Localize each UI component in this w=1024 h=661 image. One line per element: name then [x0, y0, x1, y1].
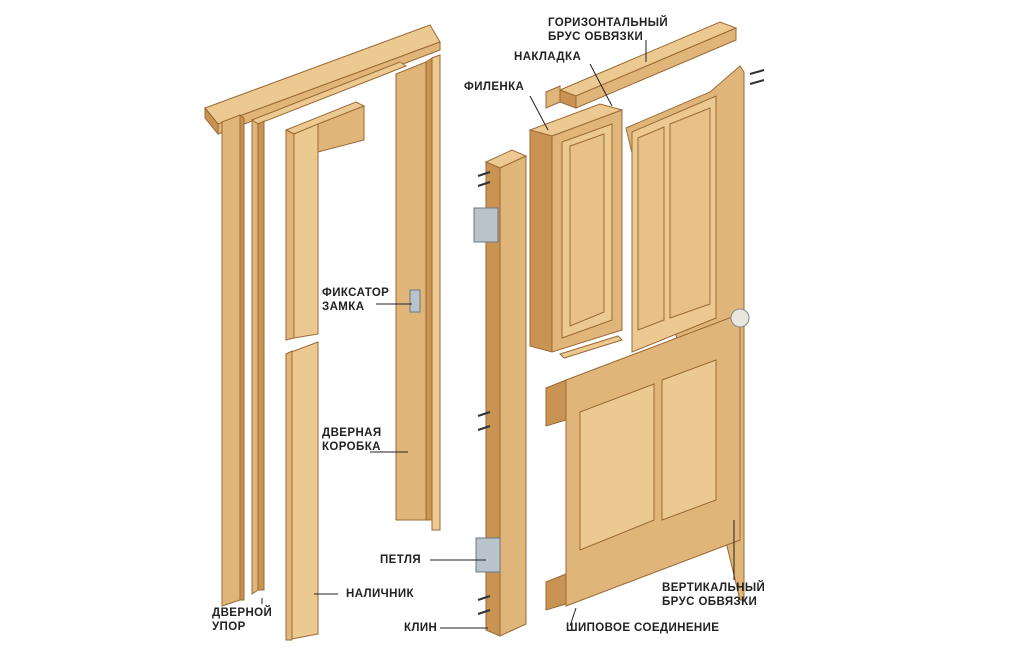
door-stop-left: [221, 114, 241, 607]
label-door-stop-line2: УПОР: [212, 621, 246, 633]
label-door-frame-line2: КОРОБКА: [322, 441, 381, 453]
label-tenon-joint: ШИПОВОЕ СОЕДИНЕНИЕ: [566, 622, 720, 634]
panel-overlay-strip: [559, 335, 623, 359]
leader-lines: [261, 40, 735, 629]
hinge-upper: [473, 207, 499, 243]
tenon-upper: [545, 379, 567, 427]
door-leaf: [545, 65, 765, 611]
label-wedge: КЛИН: [404, 622, 438, 634]
label-hinge: ПЕТЛЯ: [380, 554, 422, 566]
label-lock-strike-line2: ЗАМКА: [322, 301, 365, 313]
upper-panel-left: [637, 126, 665, 331]
tenon-lower: [545, 573, 567, 611]
lower-panel-right: [661, 359, 717, 521]
label-door-frame-line1: ДВЕРНАЯ: [322, 427, 382, 439]
door-knob: [730, 308, 750, 328]
label-door-stop: ДВЕРНОЙ УПОР: [212, 606, 272, 634]
label-horizontal-rail-line1: ГОРИЗОНТАЛЬНЫЙ: [548, 17, 669, 29]
label-vertical-rail: ВЕРТИКАЛЬНЫЙ БРУС ОБВЯЗКИ: [662, 581, 765, 609]
lower-panel-left: [579, 383, 655, 551]
upper-panel-right: [669, 107, 711, 319]
lock-strike: [409, 289, 421, 313]
label-lock-strike: ФИКСАТОР ЗАМКА: [322, 286, 389, 314]
label-door-frame: ДВЕРНАЯ КОРОБКА: [322, 426, 382, 454]
label-casing: НАЛИЧНИК: [346, 588, 414, 600]
label-vertical-rail-line2: БРУС ОБВЯЗКИ: [662, 596, 758, 608]
label-lock-strike-line1: ФИКСАТОР: [322, 287, 390, 299]
hinge-stile: [473, 149, 528, 637]
label-door-stop-line1: ДВЕРНОЙ: [212, 607, 273, 619]
label-horizontal-rail: ГОРИЗОНТАЛЬНЫЙ БРУС ОБВЯЗКИ: [548, 16, 668, 44]
label-overlay: НАКЛАДКА: [514, 51, 582, 63]
label-vertical-rail-line1: ВЕРТИКАЛЬНЫЙ: [662, 582, 766, 594]
top-rail: [545, 21, 738, 109]
hinge-lower: [475, 537, 501, 573]
label-horizontal-rail-line2: БРУС ОБВЯЗКИ: [548, 31, 644, 43]
door-frame-right-strip: [431, 54, 441, 531]
raised-panel: [528, 103, 624, 353]
label-panel: ФИЛЕНКА: [464, 81, 525, 93]
door-frame-assembly: [204, 24, 441, 641]
